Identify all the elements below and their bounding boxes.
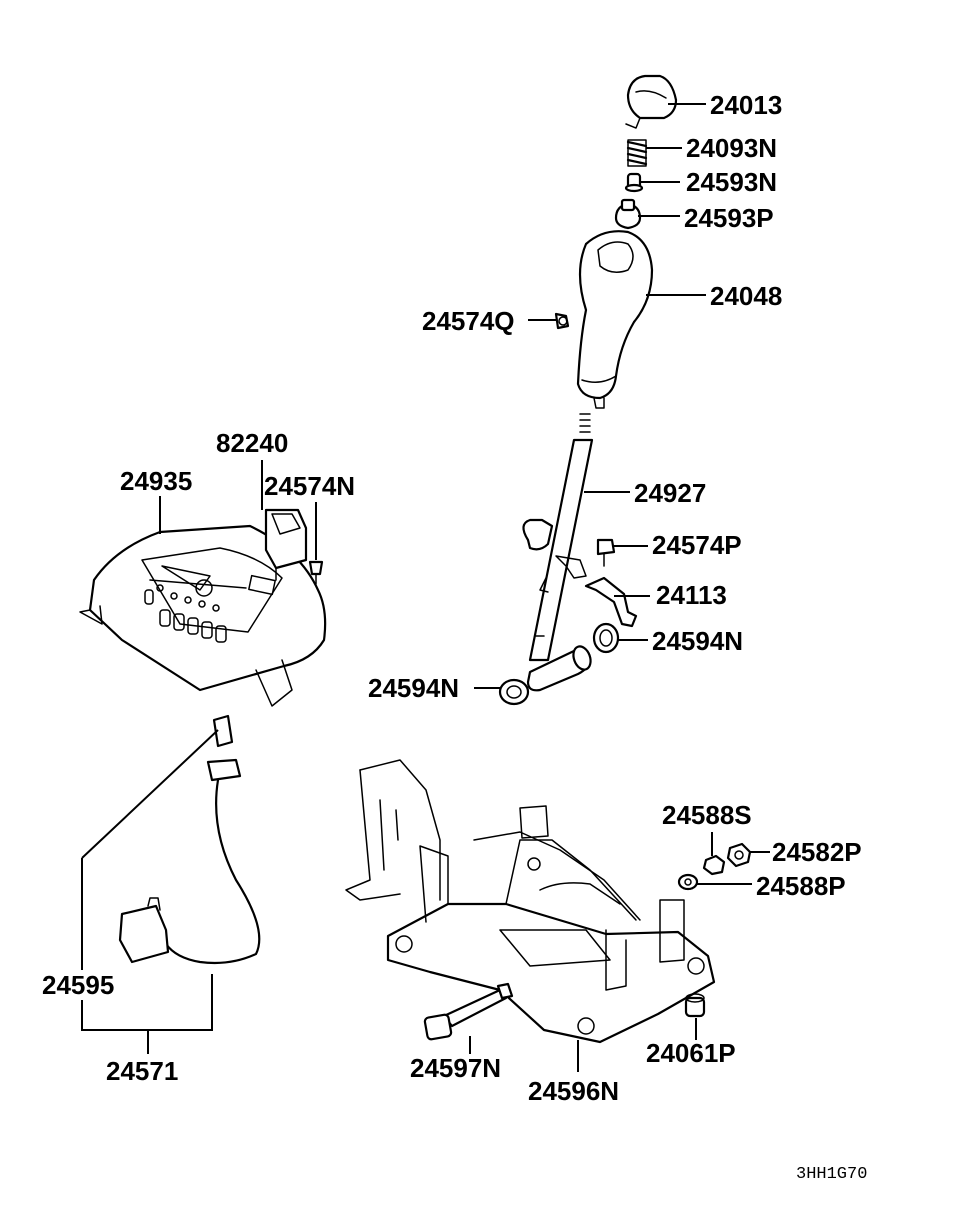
label-24093N: 24093N (686, 133, 777, 163)
label-24593N: 24593N (686, 167, 777, 197)
label-24113: 24113 (656, 580, 727, 610)
pin-24597N (423, 982, 514, 1041)
bracket-24113 (584, 576, 638, 628)
bushing-24594N-right (592, 622, 620, 654)
knob-button-24013 (625, 74, 678, 129)
pin-24593N (624, 172, 644, 193)
clip-24574N (308, 560, 324, 585)
bolt-24574P (596, 538, 616, 567)
label-24595: 24595 (42, 970, 114, 1000)
washer-24588P (677, 873, 699, 891)
label-24594N-right: 24594N (652, 626, 743, 656)
label-24593P: 24593P (684, 203, 774, 233)
label-24582P: 24582P (772, 837, 862, 867)
label-24588S: 24588S (662, 800, 752, 830)
diagram-code: 3HH1G70 (796, 1165, 867, 1184)
cap-24061P (684, 993, 706, 1018)
leader-lines (81, 103, 770, 1072)
screw-24574Q (554, 312, 570, 330)
label-24574Q: 24574Q (422, 306, 515, 336)
shifter-base-24596N (345, 759, 716, 1044)
indicator-panel-24935 (79, 524, 327, 707)
label-24574N: 24574N (264, 471, 355, 501)
label-24013: 24013 (710, 90, 782, 120)
label-24574P: 24574P (652, 530, 742, 560)
label-24596N: 24596N (528, 1076, 619, 1106)
spring-24093N (626, 139, 648, 167)
nut-24582P (726, 842, 752, 868)
harness-24595 (118, 714, 261, 965)
bushing-24593P (614, 198, 642, 230)
label-24571: 24571 (106, 1056, 178, 1086)
part-labels: 24013 24093N 24593N 24593P 24048 24574Q … (42, 90, 867, 1184)
label-24594N-left: 24594N (368, 673, 459, 703)
shift-knob-24048 (576, 230, 654, 409)
label-24935: 24935 (120, 466, 192, 496)
label-24048: 24048 (710, 281, 782, 311)
nut-24588S (702, 854, 726, 876)
label-24588P: 24588P (756, 871, 846, 901)
label-24927: 24927 (634, 478, 706, 508)
switch-82240 (264, 508, 308, 581)
shift-lever-24927 (522, 413, 594, 692)
label-24597N: 24597N (410, 1053, 501, 1083)
label-82240: 82240 (216, 428, 288, 458)
bushing-24594N-left (498, 678, 530, 706)
label-24061P: 24061P (646, 1038, 736, 1068)
